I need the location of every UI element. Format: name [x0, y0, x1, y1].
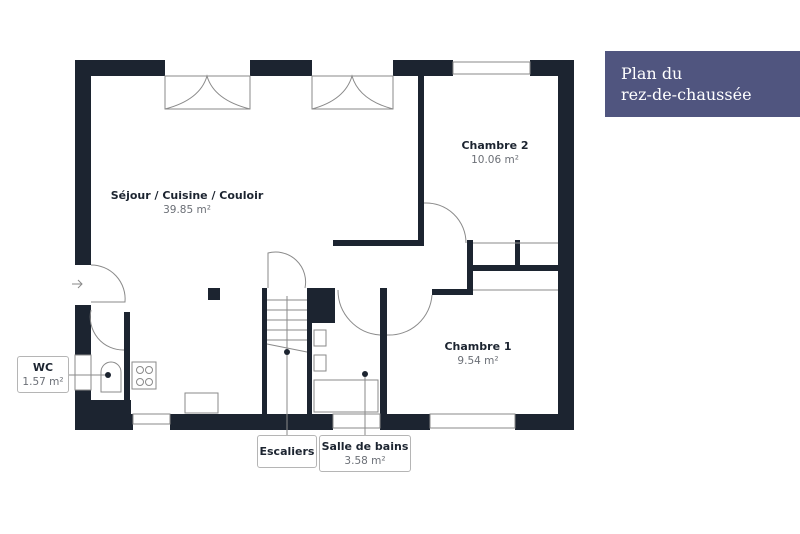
room-label-chambre2: Chambre 2 10.06 m²: [461, 139, 529, 166]
room-callout-wc: WC 1.57 m²: [17, 356, 69, 393]
plan-title-line2: rez-de-chaussée: [621, 85, 752, 104]
room-label-sejour: Séjour / Cuisine / Couloir 39.85 m²: [110, 189, 264, 216]
label-dots: [105, 349, 368, 378]
room-callout-sdb: Salle de bains 3.58 m²: [319, 435, 411, 472]
plan-title-line1: Plan du: [621, 64, 683, 83]
walls: [75, 60, 574, 430]
arrow-right-icon: [72, 279, 83, 289]
doors-windows: [68, 61, 558, 435]
room-callout-escaliers: Escaliers: [257, 435, 317, 468]
room-label-chambre1: Chambre 1 9.54 m²: [444, 340, 512, 367]
plan-title: Plan du rez-de-chaussée: [605, 51, 800, 117]
